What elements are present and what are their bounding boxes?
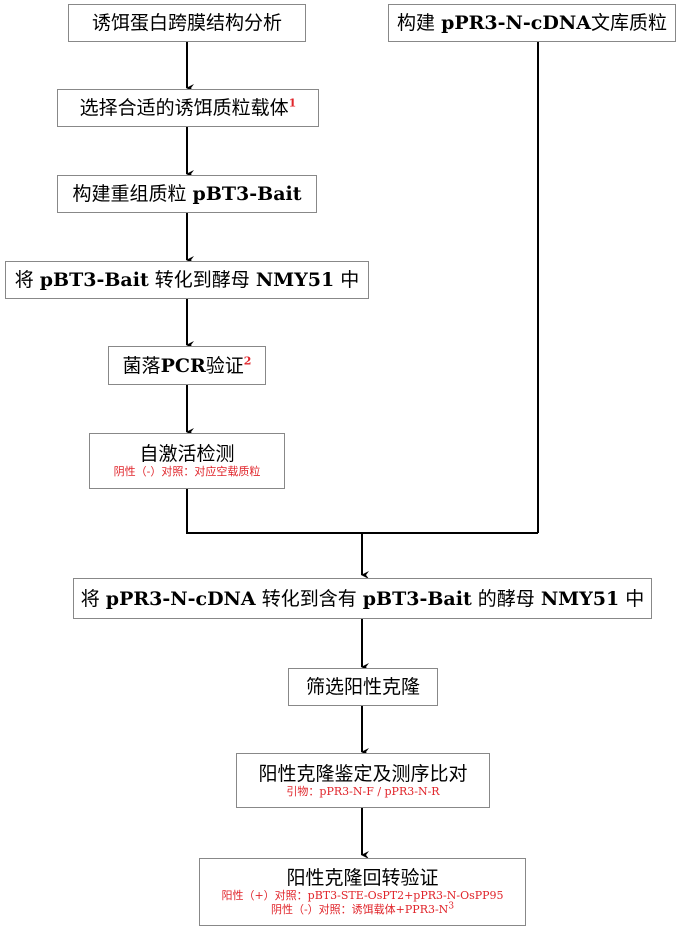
step-select-bait-vector: 选择合适的诱饵质粒载体1 <box>57 89 319 127</box>
label-part: 转化到酵母 <box>148 269 256 291</box>
label-bold: pBT3-Bait <box>39 269 149 291</box>
step-label: 自激活检测 <box>139 443 235 465</box>
step-label: 阳性克隆回转验证 <box>286 867 439 889</box>
step-bait-transmembrane-analysis: 诱饵蛋白跨膜结构分析 <box>68 4 306 42</box>
step-self-activation-test: 自激活检测 阴性（-）对照：对应空载质粒 <box>89 433 285 489</box>
negative-control-note: 阴性（-）对照：诱饵载体+PPR3-N <box>270 903 449 916</box>
step-retransformation-validation: 阳性克隆回转验证 阳性（+）对照：pBT3-STE-OsPT2+pPR3-N-O… <box>199 858 526 926</box>
label-bold: pBT3-Bait <box>192 183 302 205</box>
label-part: 验证 <box>205 354 244 377</box>
label-part: 构建重组质粒 <box>72 183 193 205</box>
label-bold: PCR <box>160 354 206 377</box>
label-part: 中 <box>334 269 360 291</box>
label-part: 中 <box>619 587 645 610</box>
merge-line-left <box>186 489 538 534</box>
label-part: 文库质粒 <box>590 12 667 34</box>
step-build-library-plasmid: 构建 pPR3-N-cDNA文库质粒 <box>388 4 676 42</box>
label-part: 的酵母 <box>471 587 541 610</box>
label-part: 构建 <box>397 12 442 34</box>
step-identify-and-sequence: 阳性克隆鉴定及测序比对 引物：pPR3-N-F / pPR3-N-R <box>236 753 490 808</box>
step-label: 选择合适的诱饵质粒载体 <box>79 97 289 119</box>
step-transform-library-into-bait-yeast: 将 pPR3-N-cDNA 转化到含有 pBT3-Bait 的酵母 NMY51 … <box>73 578 652 619</box>
label-bold: pBT3-Bait <box>362 587 472 610</box>
label-bold: pPR3-N-cDNA <box>441 12 591 34</box>
label-part: 菌落 <box>122 354 161 377</box>
footnote-marker: 3 <box>448 901 455 912</box>
step-label: 诱饵蛋白跨膜结构分析 <box>91 12 282 34</box>
label-part: 转化到含有 <box>255 587 363 610</box>
step-transform-yeast: 将 pBT3-Bait 转化到酵母 NMY51 中 <box>5 261 369 299</box>
step-colony-pcr: 菌落PCR验证2 <box>108 346 266 385</box>
label-bold: NMY51 <box>540 587 620 610</box>
primer-note: 引物：pPR3-N-F / pPR3-N-R <box>286 784 440 798</box>
step-label: 筛选阳性克隆 <box>305 676 420 698</box>
footnote-marker: 2 <box>243 354 252 368</box>
control-note: 阴性（-）对照：对应空载质粒 <box>113 465 261 478</box>
step-screen-positive-clones: 筛选阳性克隆 <box>288 668 438 706</box>
positive-control-note: 阳性（+）对照：pBT3-STE-OsPT2+pPR3-N-OsPP95 <box>221 889 504 902</box>
step-label: 阳性克隆鉴定及测序比对 <box>258 762 468 785</box>
footnote-marker: 1 <box>288 96 297 110</box>
label-part: 将 <box>14 269 40 291</box>
label-part: 将 <box>80 587 106 610</box>
label-bold: pPR3-N-cDNA <box>105 587 256 610</box>
step-build-recombinant-plasmid: 构建重组质粒 pBT3-Bait <box>57 175 317 213</box>
label-bold: NMY51 <box>255 269 335 291</box>
